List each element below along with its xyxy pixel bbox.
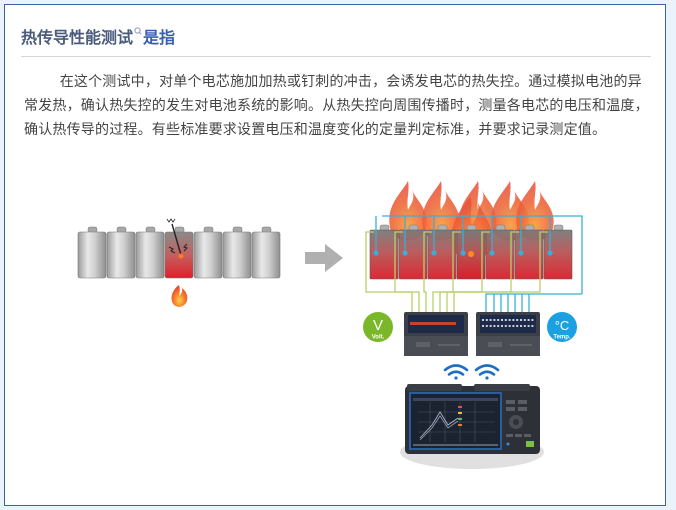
burning-cell [456, 224, 486, 280]
temperature-wires [373, 215, 583, 314]
temperature-sensor [489, 250, 495, 256]
description-paragraph: 在这个测试中，对单个电芯施加加热或钉刺的冲击，会诱发电芯的热失控。通过模拟电池的… [24, 70, 652, 142]
flame-icon [171, 285, 188, 307]
burning-cell [543, 224, 573, 280]
cells-after [369, 224, 573, 280]
search-icon[interactable] [134, 27, 142, 39]
temperature-wire [485, 293, 582, 314]
temp-symbol: °C [555, 318, 570, 333]
voltage-badge: V Volt. [363, 312, 393, 342]
title-divider [21, 56, 651, 57]
title-accent: 是指 [143, 28, 176, 47]
burning-cell [427, 224, 457, 280]
damaged-cell [164, 218, 194, 279]
temperature-sensor [518, 250, 524, 256]
paragraph-text: 在这个测试中，对单个电芯施加加热或钉刺的冲击，会诱发电芯的热失控。通过模拟电池的… [24, 74, 649, 138]
burning-cell [514, 224, 544, 280]
spark-icon [178, 253, 184, 259]
fire-flame [422, 181, 460, 241]
temperature-sensor [373, 250, 379, 256]
voltage-wires [365, 231, 548, 314]
voltage-wire [394, 231, 420, 314]
temperature-sensor [547, 250, 553, 256]
temperature-sensor [402, 250, 408, 256]
battery-cell [106, 226, 136, 279]
wireless-icon-left [443, 364, 469, 380]
volt-symbol: V [373, 317, 383, 334]
section-title: 热传导性能测试是指 [21, 27, 175, 49]
volt-label: Volt. [372, 335, 385, 341]
data-logger-device [400, 384, 544, 469]
battery-cell [193, 226, 223, 279]
arrow-right-icon [305, 244, 343, 272]
temperature-sensor [460, 250, 466, 256]
temperature-module [476, 312, 540, 356]
battery-cell [77, 226, 107, 279]
voltage-wire [365, 231, 413, 314]
burning-cell [398, 224, 428, 280]
voltage-wire [453, 231, 548, 314]
battery-cell [251, 226, 281, 279]
wireless-icon-right [474, 364, 500, 380]
temperature-bus [382, 215, 583, 294]
burning-cell [369, 224, 399, 280]
voltage-module [404, 312, 468, 356]
title-main: 热传导性能测试 [21, 28, 134, 47]
temp-label: Temp. [553, 335, 571, 341]
nail-icon [171, 223, 182, 256]
battery-cell [222, 226, 252, 279]
burning-cell [485, 224, 515, 280]
temperature-badge: °C Temp. [547, 312, 577, 342]
spark-icon [468, 251, 474, 257]
temperature-sensor [431, 250, 437, 256]
cells-before [77, 218, 281, 307]
voltage-wire [423, 231, 432, 314]
battery-cell [135, 226, 165, 279]
